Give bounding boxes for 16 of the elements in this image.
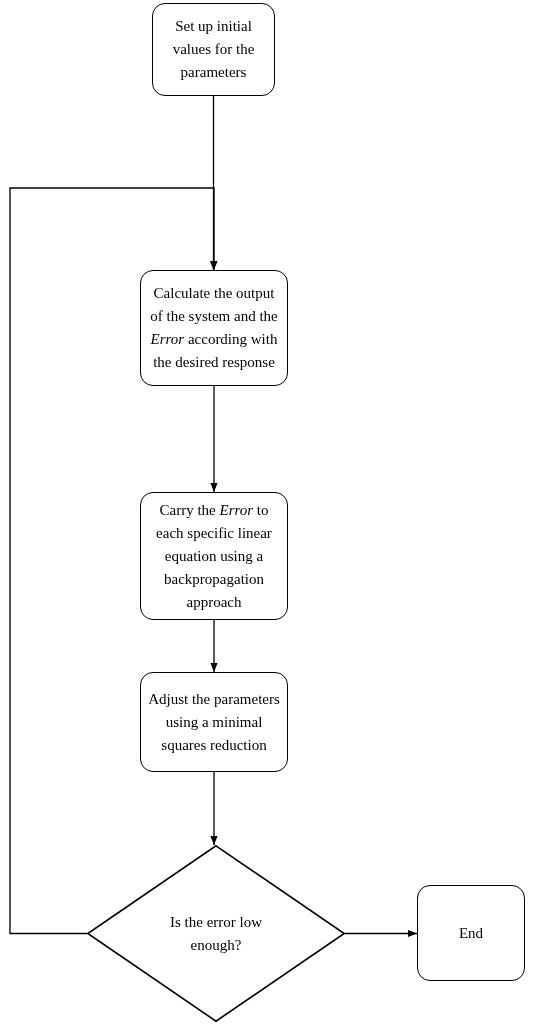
arrow	[210, 385, 218, 493]
arrow	[210, 619, 218, 673]
process-box	[417, 885, 525, 981]
process-box	[152, 3, 275, 96]
arrow	[9, 187, 218, 935]
node-text: Carry the Error to each specific linear equation using a backpropagation approach	[155, 500, 273, 612]
process-box	[140, 492, 288, 620]
node-text: Calculate the output of the system and the Error according with the desired response	[149, 284, 279, 372]
process-box	[140, 270, 288, 386]
node-text: Set up initial values for the parameters	[171, 17, 256, 82]
arrow	[210, 771, 218, 846]
arrow	[344, 929, 418, 938]
node-text: Adjust the parameters using a minimal squares reduction	[147, 689, 281, 755]
node-text: End	[458, 923, 484, 943]
process-box	[140, 672, 288, 772]
node-text: Is the error low enough?	[168, 912, 264, 955]
